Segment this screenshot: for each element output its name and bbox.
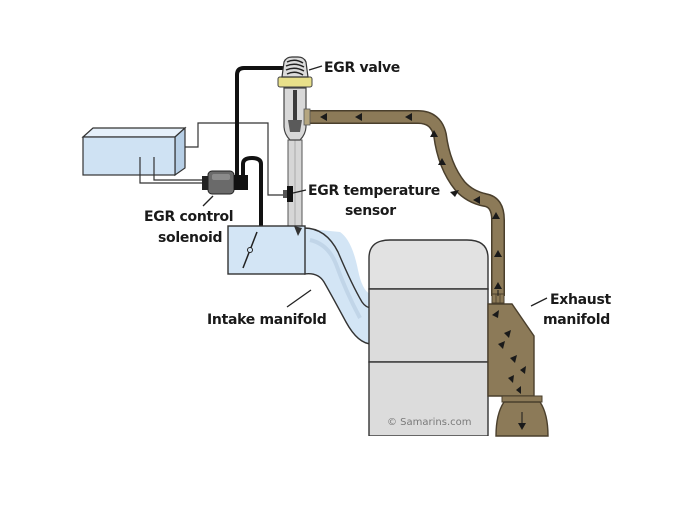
egr-pipe — [300, 110, 505, 296]
flow-arrow — [320, 113, 327, 121]
exhaust-flow-arrows — [492, 290, 526, 430]
flow-arrow — [492, 310, 499, 318]
flow-arrow — [473, 196, 480, 204]
label-egr-control-solenoid-line2: solenoid — [158, 230, 222, 246]
flow-arrow — [510, 355, 517, 363]
label-egr-temperature-sensor-line2: sensor — [345, 203, 396, 219]
label-egr-temperature-sensor-line1: EGR temperature — [308, 183, 440, 199]
flow-arrow — [430, 130, 438, 137]
throttle-valve — [242, 231, 258, 269]
cylinder-block-upper — [368, 288, 489, 363]
intake-manifold — [227, 225, 373, 345]
label-exhaust-manifold-line2: manifold — [543, 312, 610, 328]
cylinder-head — [368, 239, 489, 290]
flow-arrow — [518, 423, 526, 430]
ecu-box — [81, 126, 187, 177]
watermark: © Samarins.com — [387, 417, 472, 428]
egr-valve — [277, 56, 313, 233]
flow-arrow — [508, 375, 514, 383]
ecu-wires — [139, 122, 285, 196]
engine — [367, 239, 490, 438]
flow-arrow — [498, 341, 505, 349]
cylinder-block-lower — [368, 361, 489, 437]
label-egr-valve: EGR valve — [324, 60, 400, 76]
flow-arrow — [450, 190, 459, 197]
flow-arrow — [405, 113, 412, 121]
label-egr-control-solenoid-line1: EGR control — [144, 209, 233, 225]
egr-control-solenoid — [202, 170, 248, 195]
flow-arrow — [504, 330, 511, 338]
flow-arrow — [438, 158, 446, 165]
flow-arrow — [494, 282, 502, 289]
flow-arrow — [516, 386, 521, 394]
egr-flow-arrows — [320, 113, 502, 289]
flow-arrow — [494, 250, 502, 257]
leader-lines — [202, 65, 548, 308]
egr-temperature-sensor — [283, 186, 293, 202]
flow-arrow — [355, 113, 362, 121]
flow-arrow — [492, 212, 500, 219]
label-exhaust-manifold-line1: Exhaust — [550, 292, 612, 308]
vacuum-hoses — [235, 66, 284, 228]
flow-arrow — [520, 366, 526, 374]
label-intake-manifold: Intake manifold — [207, 312, 326, 328]
